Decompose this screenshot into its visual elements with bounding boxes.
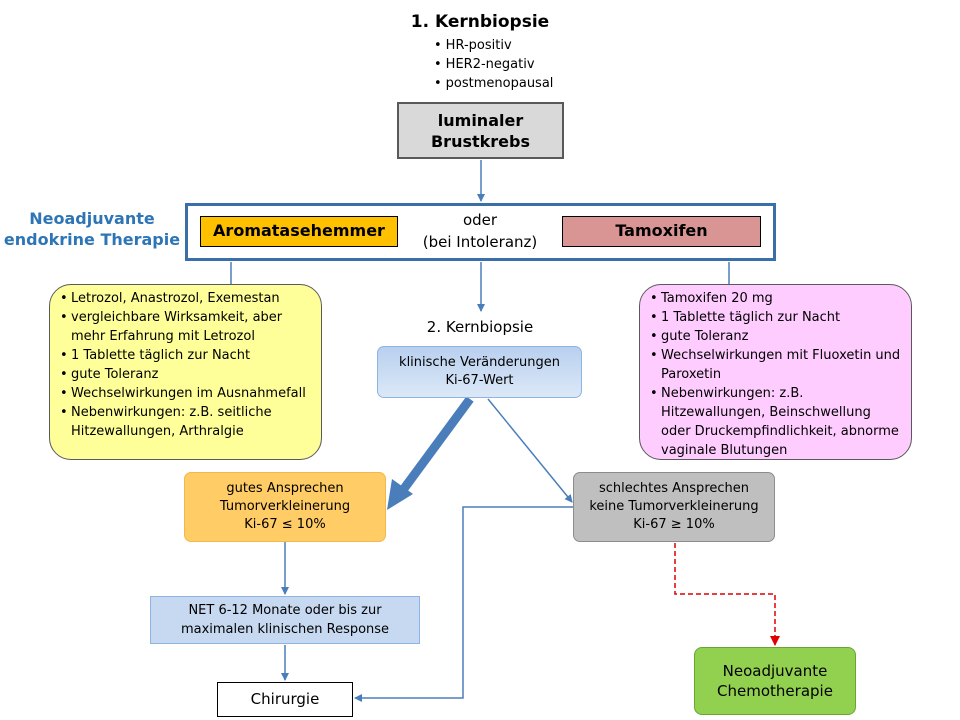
therapy-label: Neoadjuvante endokrine Therapie	[2, 208, 182, 250]
poor-response-box: schlechtes Ansprechen keine Tumorverklei…	[573, 472, 775, 542]
criterion-hr: HR-positiv	[434, 36, 553, 55]
or-line2: (bei Intoleranz)	[422, 233, 538, 251]
surgery-box: Chirurgie	[217, 682, 353, 717]
aromatase-inhibitor-box: Aromatasehemmer	[200, 216, 398, 247]
tamoxifen-details-panel: Tamoxifen 20 mg 1 Tablette täglich zur N…	[639, 284, 912, 460]
tamoxifen-detail: 1 Tablette täglich zur Nacht	[650, 308, 903, 327]
criterion-her2: HER2-negativ	[434, 55, 553, 74]
arrow-poor-to-surgery	[354, 506, 573, 702]
aromatase-details-panel: Letrozol, Anastrozol, Exemestan vergleic…	[49, 284, 322, 460]
assessment-box: klinische Veränderungen Ki-67-Wert	[377, 346, 582, 398]
poor-response-line1: schlechtes Ansprechen	[599, 481, 749, 496]
diagnosis-box: luminaler Brustkrebs	[397, 102, 564, 159]
arrow-to-poor-response	[487, 398, 573, 503]
or-text: oder (bei Intoleranz)	[405, 209, 555, 253]
tamoxifen-box: Tamoxifen	[562, 216, 761, 247]
aromatase-detail: Wechselwirkungen im Ausnahmefall	[60, 384, 313, 403]
diagnosis-line2: Brustkrebs	[430, 131, 530, 151]
tamoxifen-detail: gute Toleranz	[650, 327, 903, 346]
tamoxifen-detail: Tamoxifen 20 mg	[650, 289, 903, 308]
aromatase-detail: 1 Tablette täglich zur Nacht	[60, 346, 313, 365]
therapy-label-line2: endokrine Therapie	[3, 230, 181, 249]
arrow-to-good-response	[399, 396, 474, 493]
diagnosis-line1: luminaler	[437, 110, 524, 130]
good-response-line2: Tumorverkleinerung	[219, 499, 351, 514]
poor-response-line3: Ki-67 ≥ 10%	[633, 517, 715, 532]
good-response-line1: gutes Ansprechen	[226, 481, 344, 496]
chemo-line2: Chemotherapie	[717, 682, 833, 700]
good-response-line3: Ki-67 ≤ 10%	[244, 517, 326, 532]
criterion-menopause: postmenopausal	[434, 74, 554, 93]
net-line2: maximalen klinischen Response	[180, 622, 390, 637]
second-biopsy-label: 2. Kernbiopsie	[426, 318, 534, 336]
arrow-head-good-response	[387, 479, 413, 510]
tamoxifen-detail: Wechselwirkungen mit Fluoxetin und Parox…	[650, 346, 903, 384]
assessment-line2: Ki-67-Wert	[445, 373, 514, 388]
aromatase-detail: gute Toleranz	[60, 365, 313, 384]
chemotherapy-box: Neoadjuvante Chemotherapie	[694, 647, 856, 715]
assessment-line1: klinische Veränderungen	[399, 355, 560, 370]
title: 1. Kernbiopsie	[410, 12, 550, 32]
aromatase-detail: Nebenwirkungen: z.B. seitliche Hitzewall…	[60, 403, 313, 441]
poor-response-line2: keine Tumorverkleinerung	[589, 499, 759, 514]
arrow-poor-to-chemo	[674, 543, 780, 646]
tamoxifen-detail: Nebenwirkungen: z.B. Hitzewallungen, Bei…	[650, 384, 903, 460]
net-box: NET 6-12 Monate oder bis zur maximalen k…	[150, 596, 420, 644]
aromatase-detail: vergleichbare Wirksamkeit, aber mehr Erf…	[60, 308, 313, 346]
aromatase-detail: Letrozol, Anastrozol, Exemestan	[60, 289, 313, 308]
or-line1: oder	[462, 211, 498, 229]
good-response-box: gutes Ansprechen Tumorverkleinerung Ki-6…	[184, 472, 386, 542]
net-line1: NET 6-12 Monate oder bis zur	[188, 603, 382, 618]
biopsy-criteria-list: HR-positiv HER2-negativ postmenopausal	[434, 36, 554, 93]
therapy-label-line1: Neoadjuvante	[29, 209, 155, 228]
chemo-line1: Neoadjuvante	[722, 662, 828, 680]
